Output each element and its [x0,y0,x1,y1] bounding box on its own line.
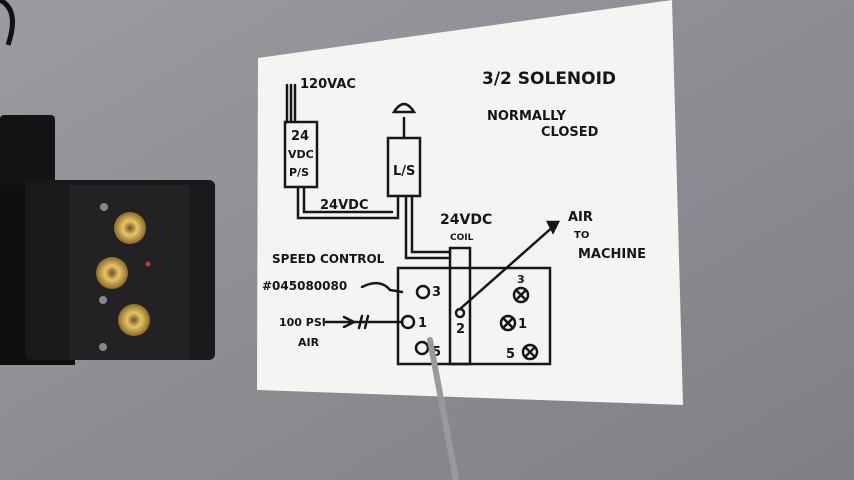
wire-voltage-label: 24VDC [320,198,368,213]
power-supply-label-2: VDC [288,148,314,161]
coil-label: COIL [450,233,474,243]
brass-fitting-bottom [118,304,150,336]
output-label-to: TO [574,230,589,241]
speed-control-label: SPEED CONTROL [272,252,385,266]
output-label-machine: MACHINE [578,247,646,262]
power-supply-box [283,120,319,189]
pointer-stick [427,337,459,480]
port-left-5: 5 [432,345,441,360]
subtitle-closed: CLOSED [541,125,599,140]
subtitle-normally: NORMALLY [487,109,566,124]
coil-label-voltage: 24VDC [440,212,492,228]
port-right-5: 5 [506,347,515,362]
input-air-label: AIR [298,336,320,349]
input-pressure-label: 100 PSI [279,316,326,329]
output-label-air: AIR [568,210,593,225]
part-number: #045080080 [262,279,347,293]
hand-drawn-diagram [283,83,561,366]
brass-fitting-top [114,212,146,244]
port-right-1: 1 [518,317,527,332]
coil-box [448,246,472,366]
power-supply-label-1: 24 [291,129,309,144]
brass-fitting-middle [96,257,128,289]
solenoid-valve-manifold [0,0,215,365]
paper-sheet [257,0,683,405]
port-left-3: 3 [432,285,441,300]
port-center-2: 2 [456,322,465,337]
diagram-title: 3/2 SOLENOID [482,69,616,89]
port-right-3: 3 [517,273,525,286]
port-left-1: 1 [418,316,427,331]
supply-label: 120VAC [300,77,356,92]
exhaust-port-symbols [499,286,539,361]
power-supply-label-3: P/S [289,166,309,179]
valve-symbol-box [396,266,552,366]
limit-switch-label: L/S [393,164,415,179]
